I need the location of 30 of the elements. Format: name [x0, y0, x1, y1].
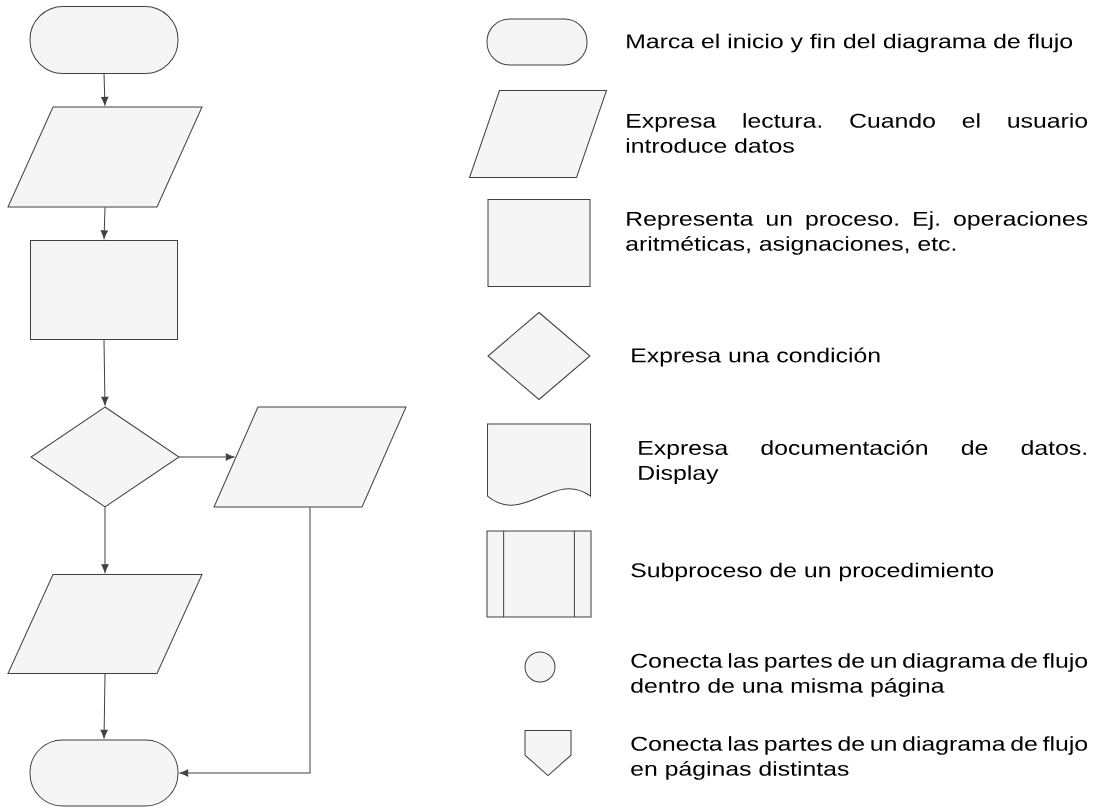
- document-shape: [487, 423, 591, 506]
- input-parallelogram: [469, 90, 607, 178]
- arrow: [179, 506, 311, 777]
- terminal-shape: [486, 18, 588, 66]
- description-text: Conecta las partes de un diagrama de flujo dentro de una misma página: [631, 653, 1088, 697]
- subprocess-box: [486, 530, 592, 618]
- decision-diamond: [487, 312, 591, 400]
- terminal-shape: [29, 6, 179, 74]
- arrow: [101, 73, 109, 106]
- process-box: [487, 199, 591, 287]
- terminal-shape: [29, 739, 179, 807]
- arrow: [101, 506, 109, 573]
- description-text: Expresa documentación de datos. Display: [639, 440, 1086, 484]
- description-text: Expresa lectura. Cuando el usuario introduce datos: [626, 113, 1088, 153]
- description-text: Subproceso de un procedimiento: [631, 562, 994, 582]
- arrow: [101, 339, 109, 406]
- arrow: [178, 453, 235, 461]
- input-parallelogram: [7, 106, 203, 208]
- connector-circle: [524, 651, 556, 683]
- description-text: Conecta las partes de un diagrama de flujo en páginas distintas: [631, 736, 1088, 780]
- description-text: Expresa una condición: [632, 347, 880, 367]
- process-box: [30, 240, 178, 340]
- description-text: Representa un proceso. Ej. operaciones aritméticas, asignaciones, etc.: [626, 211, 1088, 255]
- input-parallelogram: [7, 574, 203, 674]
- offpage-connector: [524, 730, 572, 776]
- description-text: Marca el inicio y fin del diagrama de flujo: [627, 33, 1073, 53]
- decision-diamond: [30, 406, 180, 508]
- arrow: [100, 673, 108, 739]
- input-parallelogram: [213, 406, 407, 508]
- arrow: [100, 206, 108, 239]
